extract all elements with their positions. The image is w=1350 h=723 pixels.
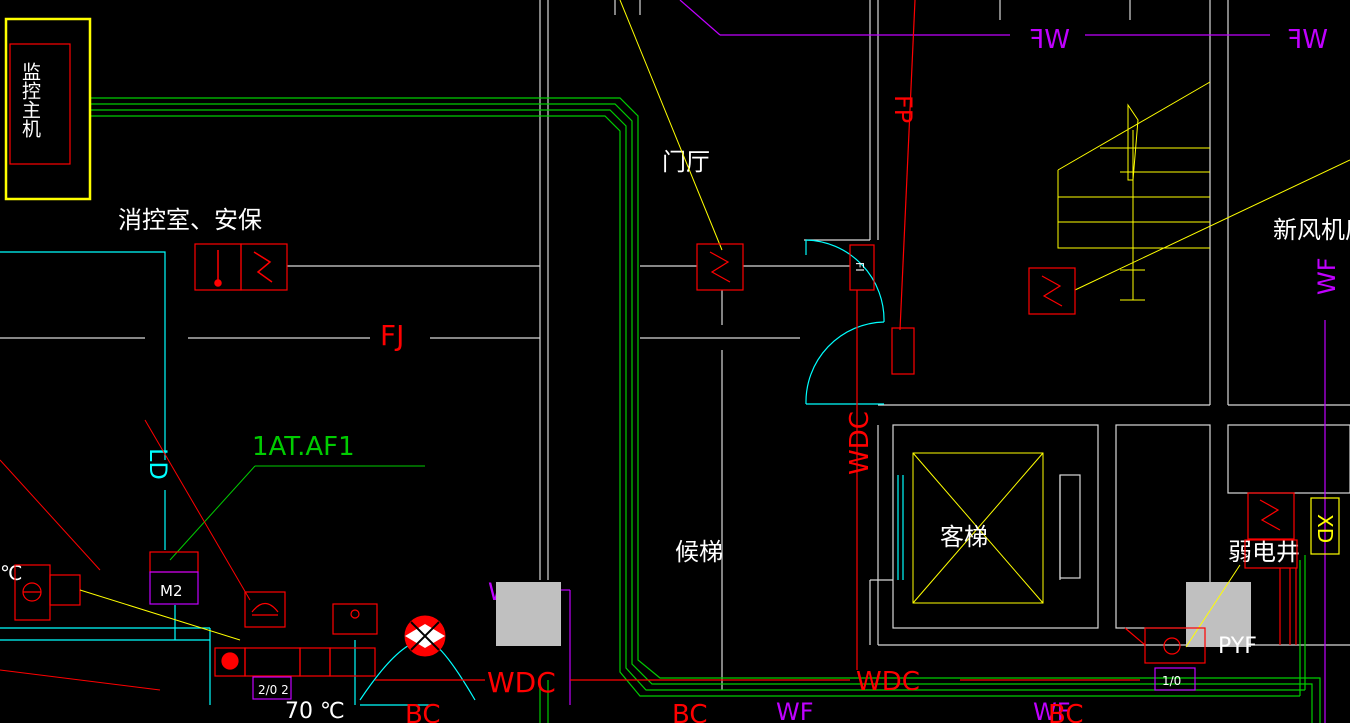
wdc-tag-vertical: WDC	[845, 411, 875, 475]
fire-control-room-label: 消控室、安保	[118, 206, 262, 234]
gray-block-mid	[496, 582, 561, 646]
one-zero-box[interactable]	[1154, 667, 1196, 691]
xd-box[interactable]	[1310, 497, 1340, 555]
diag-red-3	[144, 419, 251, 601]
edge-temp-label: ℃	[0, 561, 22, 585]
passenger-lift-label: 客梯	[940, 523, 988, 551]
fi-tag: FI	[853, 262, 866, 272]
wf-tag-top2: WF	[1287, 25, 1328, 55]
twenty-two-box[interactable]	[252, 676, 292, 700]
pyf-tag: PYF	[1218, 634, 1257, 659]
bc-tag-right: BC	[1048, 700, 1084, 723]
wf-tag-bottom2: WF	[1033, 698, 1071, 723]
fan-unit[interactable]	[14, 564, 81, 621]
wdc-tag-bottom-mid: WDC	[856, 667, 920, 697]
xd-tag: XD	[1313, 514, 1337, 543]
fresh-air-room-label: 新风机房	[1273, 216, 1350, 244]
wf-tag-top1: WF	[1029, 25, 1070, 55]
wf-cable-route	[560, 0, 1326, 723]
diag-red-2	[0, 669, 161, 691]
fp-line	[899, 0, 916, 331]
hall-leader	[619, 0, 723, 251]
waiting-label: 候梯	[675, 538, 723, 566]
device-leader	[169, 465, 256, 561]
fire-control-panel[interactable]	[194, 243, 288, 291]
m2-box[interactable]	[149, 571, 199, 605]
small-panel[interactable]	[891, 327, 915, 375]
green-signal-bus	[90, 97, 1321, 723]
wf-tag-right: WF	[1313, 257, 1341, 295]
monitor-host-highlight[interactable]	[4, 17, 92, 201]
diag-red-1	[0, 459, 101, 571]
alarm-panel[interactable]	[214, 591, 378, 677]
wdc-tag-bottom-left: WDC	[487, 666, 556, 699]
one-zero-tag: 1/0	[1162, 674, 1181, 688]
monitor-host-label: 监控主机	[19, 62, 41, 138]
stair	[1057, 81, 1211, 301]
hall-damper[interactable]	[696, 243, 744, 291]
fresh-air-leader	[1074, 159, 1350, 291]
twenty-two-tag: 2/0 2	[258, 683, 289, 697]
fj-tag: FJ	[380, 319, 404, 352]
shaft-gray-block	[1186, 582, 1251, 647]
bc-tag-left: BC	[405, 700, 441, 723]
door-swing	[805, 239, 904, 580]
pyf-valve[interactable]	[1124, 627, 1206, 664]
sensor-icon	[214, 250, 273, 287]
monitor-host-box[interactable]	[9, 43, 71, 165]
diag-yellow	[79, 589, 241, 641]
weak-shaft-equipment[interactable]	[1244, 492, 1298, 645]
ld-tag: LD	[144, 448, 172, 480]
temp-70-label: 70 ℃	[285, 699, 345, 723]
m2-tag: M2	[160, 582, 183, 600]
bc-tag-mid: BC	[672, 700, 708, 723]
fire-damper-symbol[interactable]	[404, 615, 446, 657]
passenger-lift-car	[912, 452, 1044, 604]
weak-shaft-label: 弱电井	[1228, 538, 1300, 566]
fp-tag: FP	[889, 95, 917, 123]
fi-box[interactable]	[849, 244, 875, 291]
device-tag: 1AT.AF1	[252, 432, 355, 462]
shaft-leader	[1185, 564, 1241, 648]
wf-tag-bottom: WF	[776, 698, 814, 723]
fresh-air-damper[interactable]	[1028, 267, 1076, 315]
